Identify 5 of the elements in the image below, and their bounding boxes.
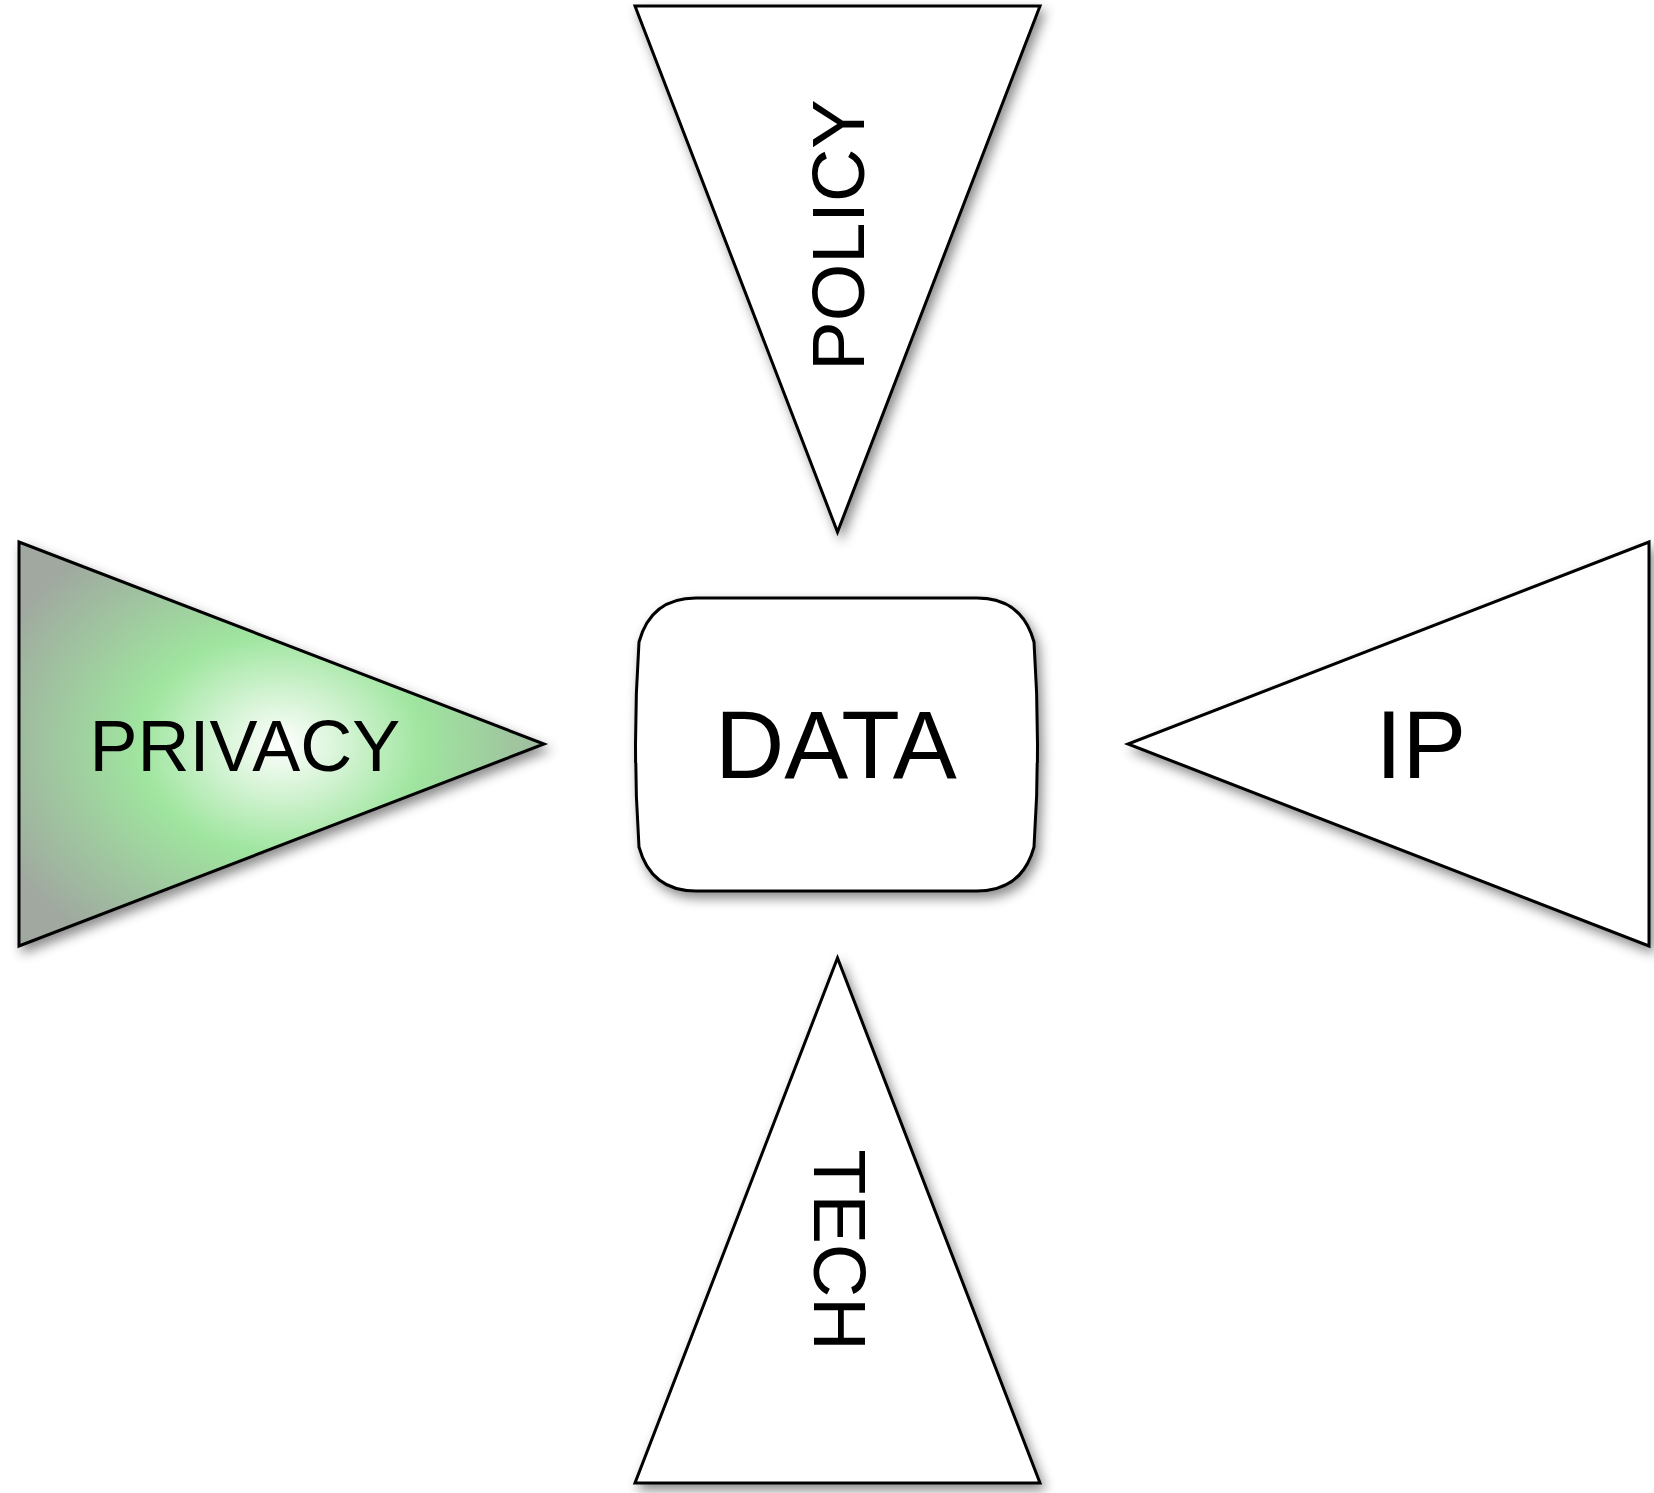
node-label: POLICY [801,99,876,371]
node-label: DATA [715,697,957,793]
node-label: TECH [801,1149,876,1351]
node-label: IP [1375,697,1467,793]
node-label: PRIVACY [89,710,401,782]
